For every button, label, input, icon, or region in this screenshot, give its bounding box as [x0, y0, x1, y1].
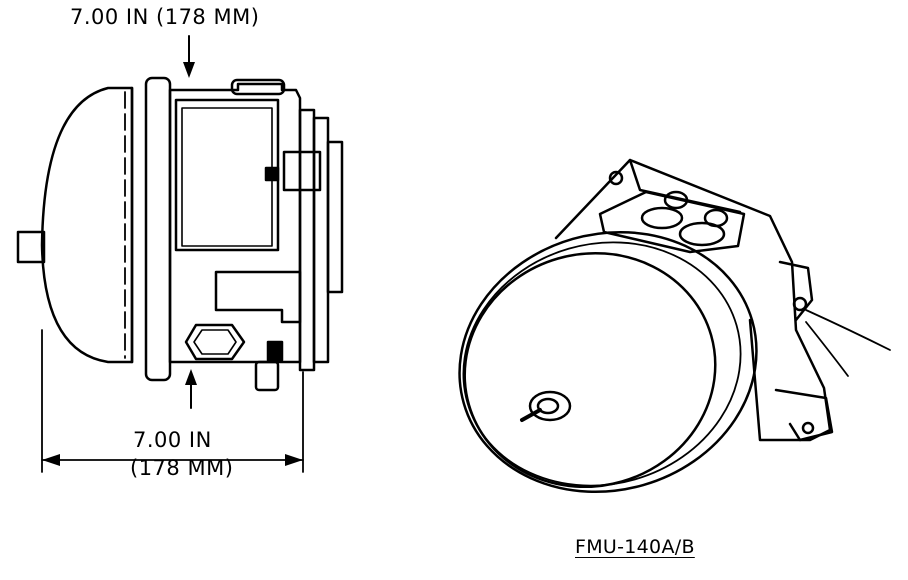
- width-dimension: [41, 329, 304, 473]
- side-lower-box: [214, 270, 302, 324]
- persp-dial-2: [678, 221, 726, 247]
- side-bottom-fitting: [254, 360, 280, 392]
- side-compartment-inner: [181, 107, 273, 247]
- bottom-dimension-label-mm: (178 MM): [130, 456, 234, 480]
- bottom-dimension-arrow: [185, 369, 197, 409]
- persp-top-screw: [608, 170, 624, 186]
- side-connector: [282, 150, 322, 192]
- side-hex-nut-inner: [193, 329, 237, 355]
- side-step-1: [298, 108, 316, 372]
- persp-dome: [463, 251, 717, 489]
- bottom-dimension-label-inches: 7.00 IN: [133, 428, 212, 452]
- side-small-plate: [266, 340, 284, 362]
- persp-hub: [528, 390, 572, 422]
- side-housing: [168, 82, 302, 364]
- persp-knob-1: [663, 190, 689, 210]
- persp-dial-1: [640, 206, 684, 230]
- persp-hub-inner: [536, 397, 560, 415]
- persp-cable: [805, 309, 891, 351]
- persp-rim-outer: [458, 230, 758, 494]
- persp-foot-hole: [801, 421, 815, 435]
- top-dimension-arrow: [183, 35, 195, 78]
- persp-cable-2: [805, 321, 849, 377]
- side-step-3: [326, 140, 344, 294]
- side-dome: [40, 86, 134, 364]
- model-caption: FMU-140A/B: [575, 536, 695, 558]
- persp-rim-inner: [462, 241, 742, 487]
- persp-shaft: [520, 408, 542, 422]
- persp-bracket-screw: [792, 296, 808, 312]
- persp-foot: [774, 388, 834, 442]
- persp-housing: [554, 158, 832, 442]
- side-view: [16, 76, 344, 392]
- side-knob: [264, 166, 280, 182]
- side-hex-nut: [184, 323, 246, 361]
- side-shaft: [16, 230, 46, 264]
- side-compartment: [174, 98, 280, 252]
- top-dimension-label: 7.00 IN (178 MM): [70, 5, 260, 29]
- perspective-view: [458, 158, 891, 494]
- side-top-boss: [230, 78, 286, 96]
- side-flange: [144, 76, 172, 382]
